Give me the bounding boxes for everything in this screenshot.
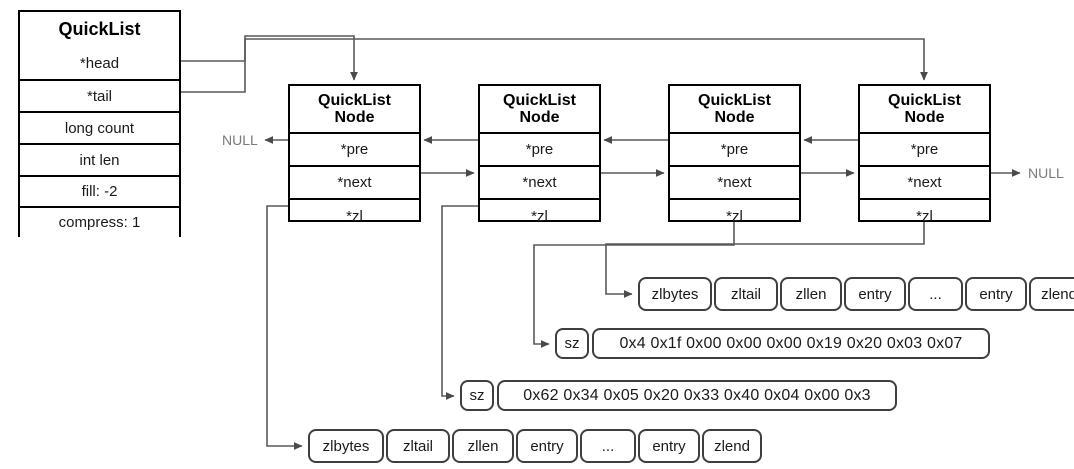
ziplist-bottom-cell-zlbytes[interactable]: zlbytes (308, 429, 384, 463)
ziplist-bottom: zlbytes zltail zllen entry ... entry zle… (308, 429, 762, 463)
node-3-pre[interactable]: *pre (670, 134, 799, 167)
sz-row-upper-label: sz (555, 328, 589, 359)
node-1-title: QuickList Node (290, 86, 419, 134)
node-4-title-line2: Node (904, 109, 945, 126)
node-1-zl[interactable]: *zl (346, 208, 363, 225)
quicklist-field-fill: fill: -2 (20, 175, 179, 206)
ziplist-bottom-cell-zltail[interactable]: zltail (386, 429, 450, 463)
node-2-next[interactable]: *next (480, 167, 599, 200)
ziplist-bottom-cell-entry-1[interactable]: entry (516, 429, 578, 463)
ziplist-top-cell-zlbytes[interactable]: zlbytes (638, 277, 712, 311)
node-3-title: QuickList Node (670, 86, 799, 134)
node-2-title-line2: Node (519, 109, 560, 126)
ziplist-bottom-cell-entry-2[interactable]: entry (638, 429, 700, 463)
quicklist-node-3: QuickList Node *pre *next *zl (668, 84, 801, 225)
node-1-next[interactable]: *next (290, 167, 419, 200)
node-3-title-line2: Node (714, 109, 755, 126)
null-label-right: NULL (1028, 165, 1064, 181)
node-3-zl[interactable]: *zl (726, 208, 743, 225)
quicklist-field-compress: compress: 1 (20, 206, 179, 237)
ziplist-top-cell-zltail[interactable]: zltail (714, 277, 778, 311)
quicklist-field-len: int len (20, 143, 179, 175)
quicklist-field-tail[interactable]: *tail (20, 79, 179, 111)
node-1-pre[interactable]: *pre (290, 134, 419, 167)
wire-head-to-node1 (180, 35, 358, 81)
quicklist-node-4: QuickList Node *pre *next *zl (858, 84, 991, 225)
node-4-pre[interactable]: *pre (860, 134, 989, 167)
quicklist-struct: QuickList *head *tail long count int len… (18, 10, 181, 237)
node-3-next[interactable]: *next (670, 167, 799, 200)
quicklist-field-count: long count (20, 111, 179, 143)
ziplist-top-cell-zllen[interactable]: zllen (780, 277, 842, 311)
wire-node2-zl-sz-lower (441, 205, 478, 400)
ziplist-top-cell-ellipsis: ... (908, 277, 963, 311)
node-4-title-line1: QuickList (888, 92, 961, 109)
null-label-left: NULL (222, 132, 258, 148)
sz-row-lower: sz 0x62 0x34 0x05 0x20 0x33 0x40 0x04 0x… (460, 380, 897, 411)
ziplist-top: zlbytes zltail zllen entry ... entry zle… (638, 277, 1074, 311)
ziplist-top-cell-zlend[interactable]: zlend (1029, 277, 1074, 311)
ziplist-bottom-cell-zlend[interactable]: zlend (702, 429, 762, 463)
node-4-next[interactable]: *next (860, 167, 989, 200)
quicklist-field-head[interactable]: *head (20, 47, 179, 79)
node-2-zl[interactable]: *zl (531, 208, 548, 225)
ziplist-bottom-cell-ellipsis: ... (580, 429, 636, 463)
node-1-title-line1: QuickList (318, 92, 391, 109)
node-4-title: QuickList Node (860, 86, 989, 134)
quicklist-node-1: QuickList Node *pre *next *zl (288, 84, 421, 225)
node-2-pre[interactable]: *pre (480, 134, 599, 167)
node-4-zl[interactable]: *zl (916, 208, 933, 225)
quicklist-node-2: QuickList Node *pre *next *zl (478, 84, 601, 225)
ziplist-top-cell-entry-2[interactable]: entry (965, 277, 1027, 311)
ziplist-top-cell-entry-1[interactable]: entry (844, 277, 906, 311)
node-2-title-line1: QuickList (503, 92, 576, 109)
node-3-title-line1: QuickList (698, 92, 771, 109)
quicklist-title: QuickList (58, 19, 141, 39)
ziplist-bottom-cell-zllen[interactable]: zllen (452, 429, 514, 463)
node-1-title-line2: Node (334, 109, 375, 126)
wire-node1-zl-ziplist-bottom (266, 205, 303, 450)
sz-row-upper: sz 0x4 0x1f 0x00 0x00 0x00 0x19 0x20 0x0… (555, 328, 990, 359)
sz-row-lower-hex: 0x62 0x34 0x05 0x20 0x33 0x40 0x04 0x00 … (497, 380, 897, 411)
node-2-title: QuickList Node (480, 86, 599, 134)
sz-row-lower-label: sz (460, 380, 494, 411)
sz-row-upper-hex: 0x4 0x1f 0x00 0x00 0x00 0x19 0x20 0x03 0… (592, 328, 990, 359)
